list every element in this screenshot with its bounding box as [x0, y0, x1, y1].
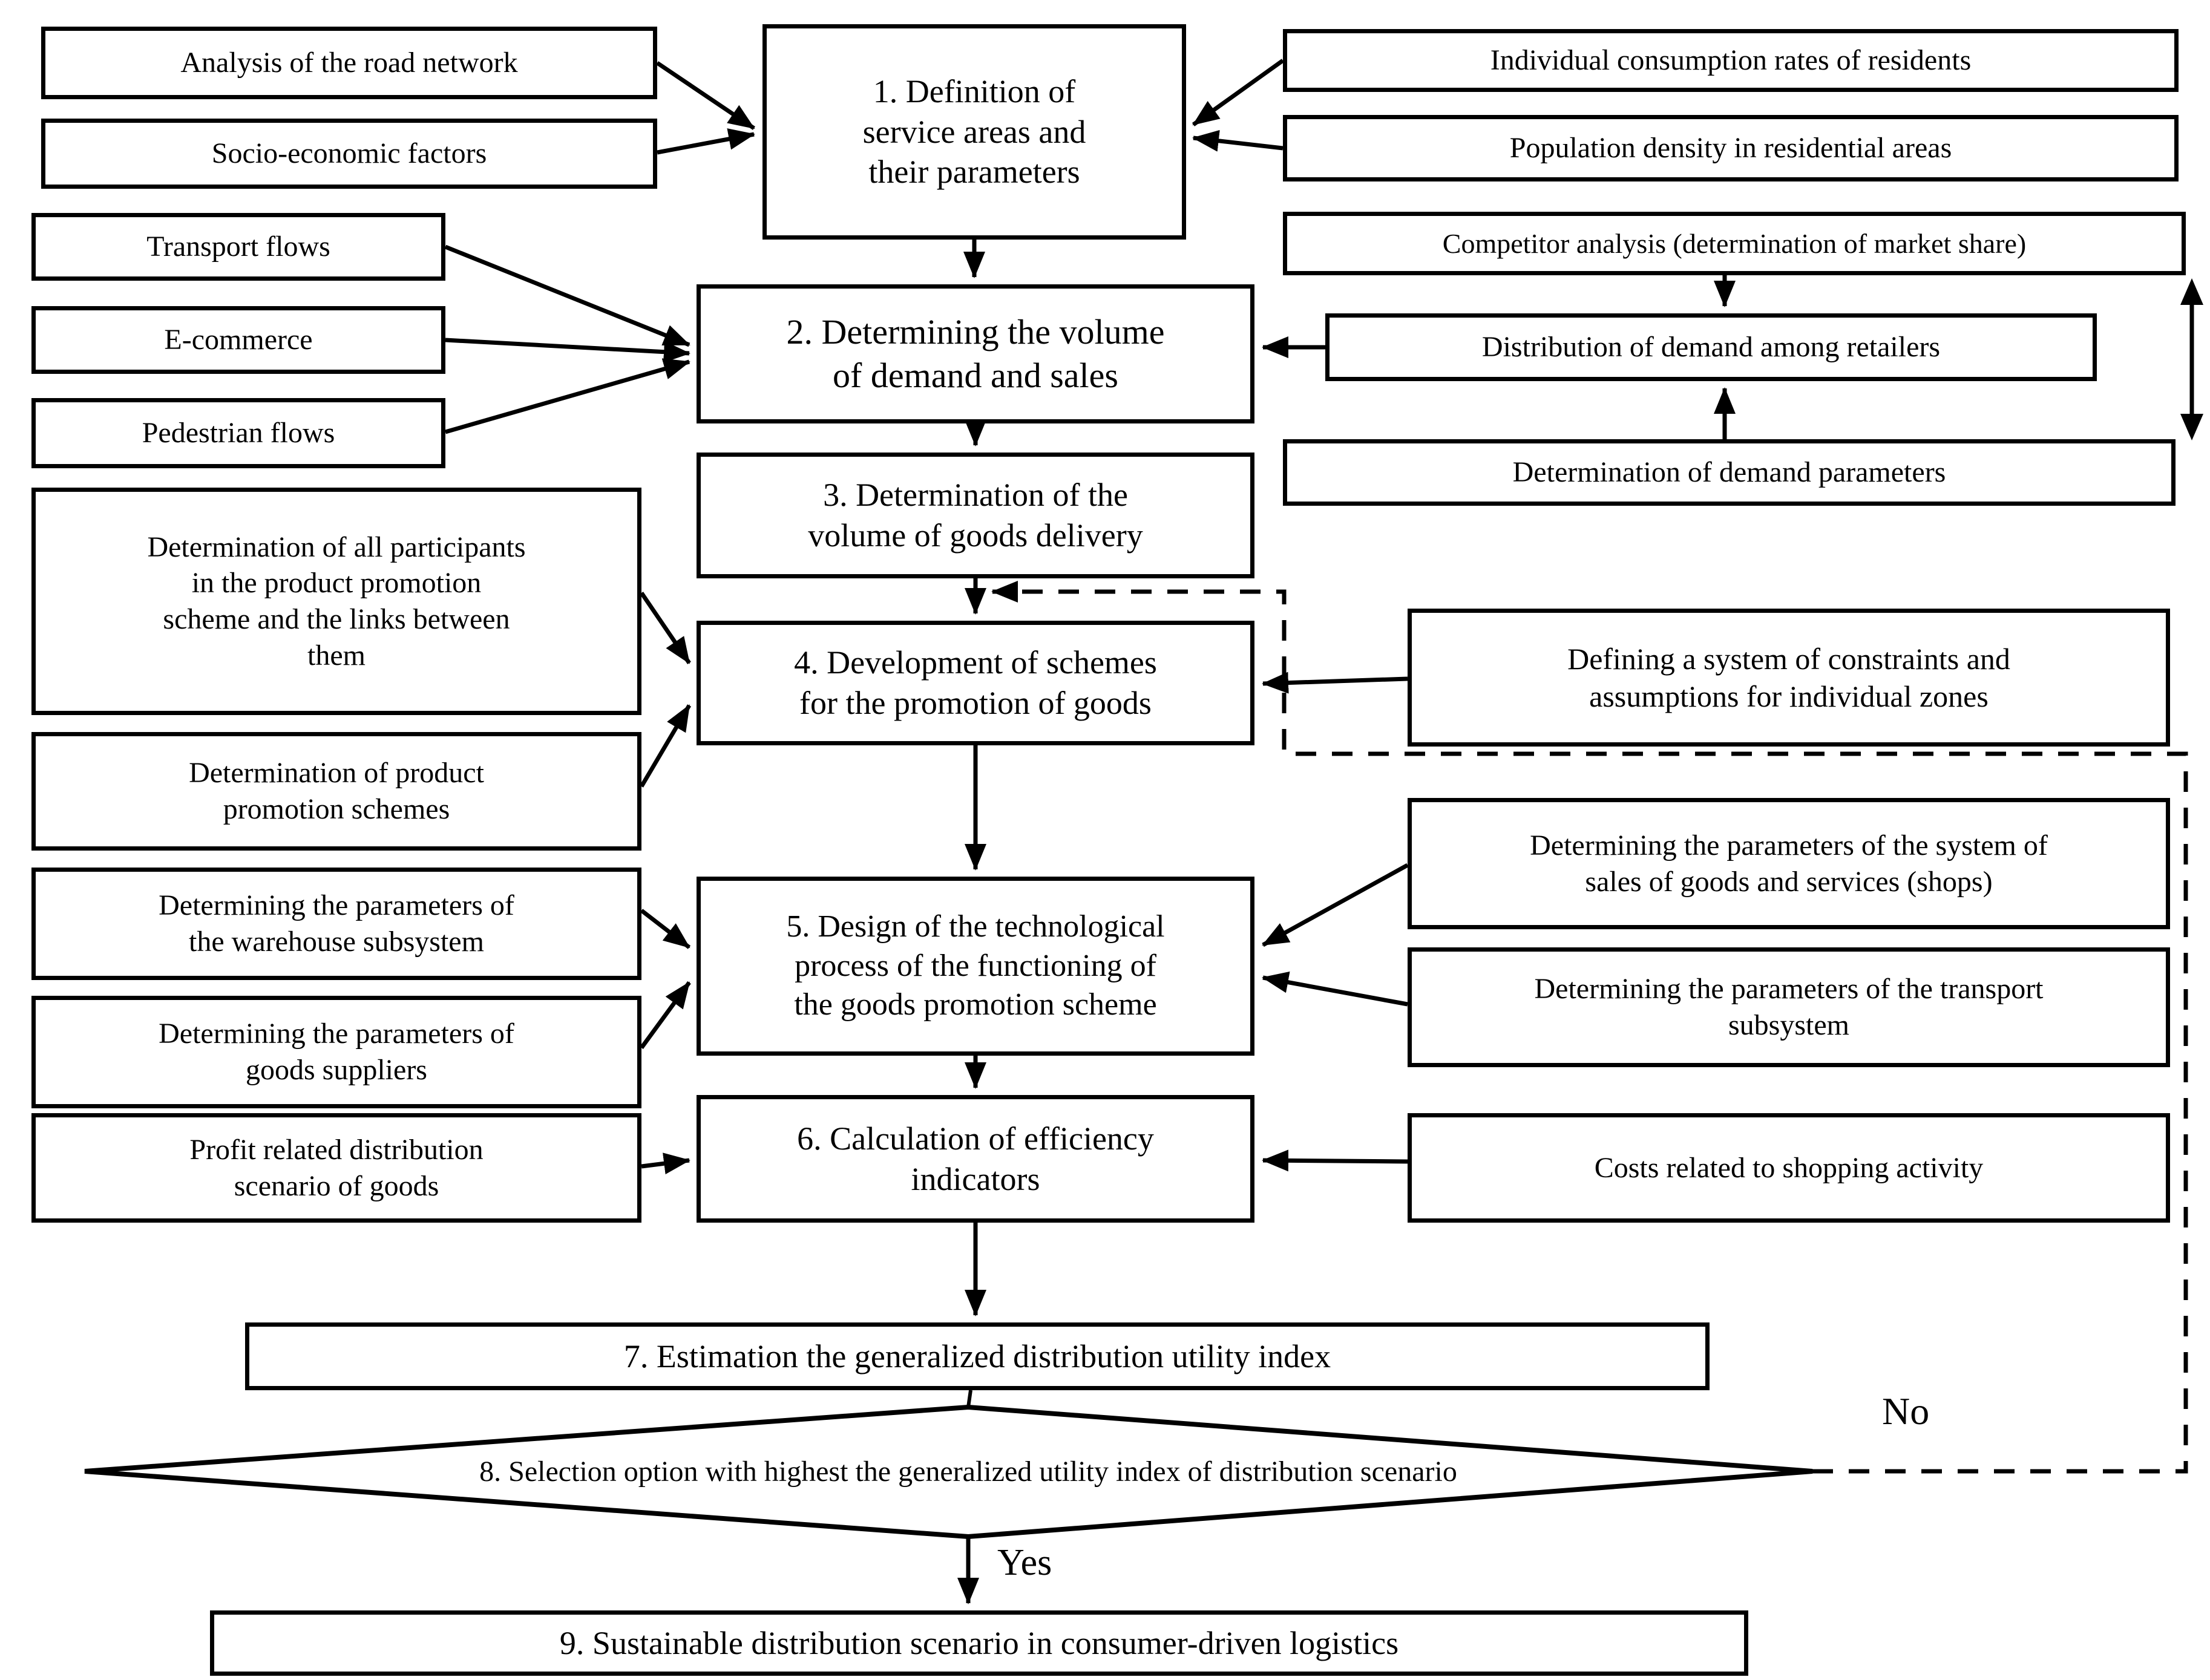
node-step4: 4. Development of schemes for the promot… [697, 621, 1254, 745]
double-arrow-down-head-icon [2180, 414, 2203, 440]
arrow-costs-to-step6 [1262, 1149, 1408, 1172]
node-demand-parameters: Determination of demand parameters [1283, 439, 2176, 506]
node-warehouse-subsystem: Determining the parameters of the wareho… [31, 868, 641, 980]
arrow-participants-to-step4 [640, 592, 691, 664]
line-step7-to-step8 [966, 1390, 972, 1408]
arrow-consumption-to-step1 [1192, 59, 1285, 126]
arrow-warehouse-to-step5 [640, 909, 691, 949]
arrow-pedestrian-to-step2 [445, 358, 690, 434]
node-shopping-costs: Costs related to shopping activity [1408, 1113, 2170, 1223]
arrow-socio-to-step1 [657, 128, 755, 155]
node-transport-subsystem: Determining the parameters of the transp… [1408, 947, 2170, 1067]
label-yes: Yes [997, 1542, 1052, 1583]
node-demand-retailers: Distribution of demand among retailers [1325, 313, 2097, 381]
arrow-density-to-step1 [1192, 129, 1284, 152]
node-road-network: Analysis of the road network [41, 27, 657, 99]
arrow-transportflows-to-step2 [444, 244, 690, 347]
dashed-no-feedback-arrow [991, 581, 2188, 1474]
arrow-promoschemes-to-step4 [639, 704, 692, 788]
node-consumption-rates: Individual consumption rates of resident… [1283, 29, 2179, 92]
node-transport-flows: Transport flows [31, 213, 445, 281]
node-constraints: Defining a system of constraints and ass… [1408, 609, 2170, 747]
node-pedestrian-flows: Pedestrian flows [31, 398, 445, 468]
node-sales-system: Determining the parameters of the system… [1408, 798, 2170, 929]
node-socio-economic: Socio-economic factors [41, 119, 657, 189]
node-goods-suppliers: Determining the parameters of goods supp… [31, 996, 641, 1108]
node-step3: 3. Determination of the volume of goods … [697, 453, 1254, 578]
arrow-transportsub-to-step5 [1262, 971, 1408, 1007]
arrow-profit-to-step6 [641, 1152, 690, 1175]
node-promotion-schemes: Determination of product promotion schem… [31, 732, 641, 851]
node-step9: 9. Sustainable distribution scenario in … [210, 1610, 1748, 1676]
node-step5: 5. Design of the technological process o… [697, 877, 1254, 1056]
arrow-road-to-step1 [656, 61, 755, 130]
arrow-suppliers-to-step5 [640, 981, 691, 1050]
node-profit-scenario: Profit related distribution scenario of … [31, 1113, 641, 1223]
arrow-ecommerce-to-step2 [445, 338, 690, 363]
node-step1: 1. Definition of service areas and their… [762, 24, 1186, 240]
node-participants: Determination of all participants in the… [31, 488, 641, 715]
double-arrow-up-head-icon [2180, 278, 2203, 305]
arrow-salessystem-to-step5 [1262, 863, 1409, 947]
arrow-constraints-to-step4 [1262, 672, 1408, 694]
node-population-density: Population density in residential areas [1283, 115, 2179, 181]
label-no: No [1882, 1390, 1930, 1433]
node-step8-label: 8. Selection option with highest the gen… [479, 1455, 1457, 1488]
node-step6: 6. Calculation of efficiency indicators [697, 1095, 1254, 1223]
node-step2: 2. Determining the volume of demand and … [697, 284, 1254, 423]
node-step7: 7. Estimation the generalized distributi… [245, 1322, 1710, 1390]
node-ecommerce: E-commerce [31, 306, 445, 374]
node-competitor-analysis: Competitor analysis (determination of ma… [1283, 212, 2186, 275]
